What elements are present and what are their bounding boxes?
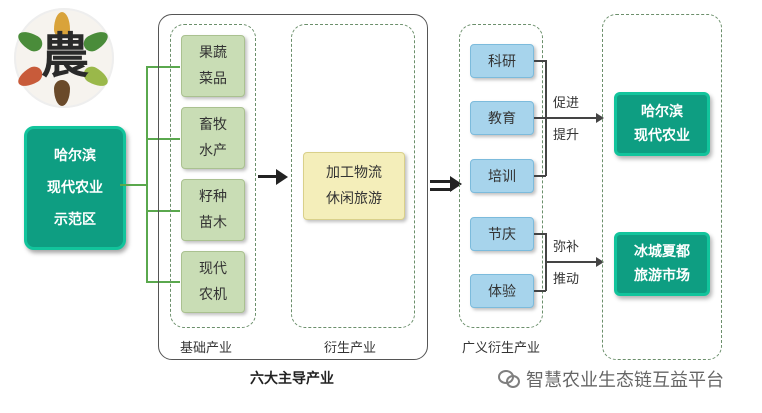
basic-industries-group xyxy=(170,24,256,328)
watermark-text: 智慧农业生态链互益平台 xyxy=(526,370,724,391)
demo-area-line1: 哈尔滨 xyxy=(54,148,96,164)
tile-label: 籽种 xyxy=(199,189,227,205)
connector-tile-4 xyxy=(146,281,180,283)
broad-tile-experience: 体验 xyxy=(470,274,534,308)
watermark: 智慧农业生态链互益平台 xyxy=(498,366,724,392)
supplement-label-1: 弥补 xyxy=(552,236,581,255)
tile-label: 现代 xyxy=(199,261,227,277)
tile-label: 畜牧 xyxy=(199,117,227,133)
result-tourism-market: 冰城夏都 旅游市场 xyxy=(614,232,710,296)
bracket-bottom-1 xyxy=(534,233,546,235)
bracket-top-arrow-head xyxy=(596,113,604,123)
broad-tile-festival: 节庆 xyxy=(470,217,534,251)
demo-area-line2: 现代农业 xyxy=(47,180,103,196)
derived-industries-group xyxy=(291,24,415,328)
arrow-to-broad-shaft-1 xyxy=(430,180,452,183)
derived-label-2: 休闲旅游 xyxy=(326,191,382,207)
demo-area-line3: 示范区 xyxy=(54,212,96,228)
basic-tile-seedlings: 籽种 苗木 xyxy=(181,179,245,241)
bracket-bottom-arrow-head xyxy=(596,257,604,267)
basic-tile-livestock: 畜牧 水产 xyxy=(181,107,245,169)
connector-demo-stem xyxy=(120,184,146,186)
tile-label: 体验 xyxy=(488,284,516,300)
demo-area-box: 哈尔滨 现代农业 示范区 xyxy=(24,126,126,250)
result-label: 旅游市场 xyxy=(634,268,690,284)
logo-character: 農 xyxy=(40,28,89,84)
broad-tile-education: 教育 xyxy=(470,101,534,135)
bracket-top-1 xyxy=(534,60,546,62)
wechat-icon xyxy=(498,370,520,388)
result-label: 哈尔滨 xyxy=(641,104,683,120)
promote-label-1: 促进 xyxy=(552,92,581,111)
logo-leaf-top xyxy=(54,12,70,38)
basic-tile-machinery: 现代 农机 xyxy=(181,251,245,313)
broad-derived-caption: 广义衍生产业 xyxy=(462,341,541,356)
broad-tile-training: 培训 xyxy=(470,159,534,193)
basic-industries-caption: 基础产业 xyxy=(180,341,233,356)
bracket-bottom-out xyxy=(545,261,597,263)
connector-demo-vertical xyxy=(146,66,148,282)
six-main-industries-box xyxy=(158,14,428,360)
derived-label-1: 加工物流 xyxy=(326,165,382,181)
tile-label: 水产 xyxy=(199,143,227,159)
tile-label: 菜品 xyxy=(199,71,227,87)
tile-label: 教育 xyxy=(488,111,516,127)
connector-tile-1 xyxy=(146,66,180,68)
supplement-label-2: 推动 xyxy=(552,268,581,287)
tile-label: 苗木 xyxy=(199,215,227,231)
broad-tile-research: 科研 xyxy=(470,44,534,78)
bracket-top-2 xyxy=(534,117,546,119)
logo: 農 xyxy=(14,8,114,108)
tile-label: 节庆 xyxy=(488,227,516,243)
derived-industries-caption: 衍生产业 xyxy=(324,341,377,356)
connector-tile-3 xyxy=(146,210,180,212)
tile-label: 果蔬 xyxy=(199,45,227,61)
result-label: 现代农业 xyxy=(634,128,690,144)
arrow-basic-to-derived-head xyxy=(276,169,288,185)
arrow-basic-to-derived-shaft xyxy=(258,175,278,178)
result-label: 冰城夏都 xyxy=(634,244,690,260)
six-main-industries-caption: 六大主导产业 xyxy=(250,371,334,387)
bracket-top-out xyxy=(545,117,597,119)
tile-label: 科研 xyxy=(488,54,516,70)
tile-label: 农机 xyxy=(199,287,227,303)
bracket-bottom-2 xyxy=(534,290,546,292)
bracket-top-3 xyxy=(534,175,546,177)
results-group xyxy=(602,14,722,360)
tile-label: 培训 xyxy=(488,169,516,185)
basic-tile-fruit-veg: 果蔬 菜品 xyxy=(181,35,245,97)
derived-tile: 加工物流 休闲旅游 xyxy=(303,152,405,220)
promote-label-2: 提升 xyxy=(552,124,581,143)
arrow-to-broad-shaft-2 xyxy=(430,188,452,191)
connector-tile-2 xyxy=(146,138,180,140)
result-harbin-agriculture: 哈尔滨 现代农业 xyxy=(614,92,710,156)
